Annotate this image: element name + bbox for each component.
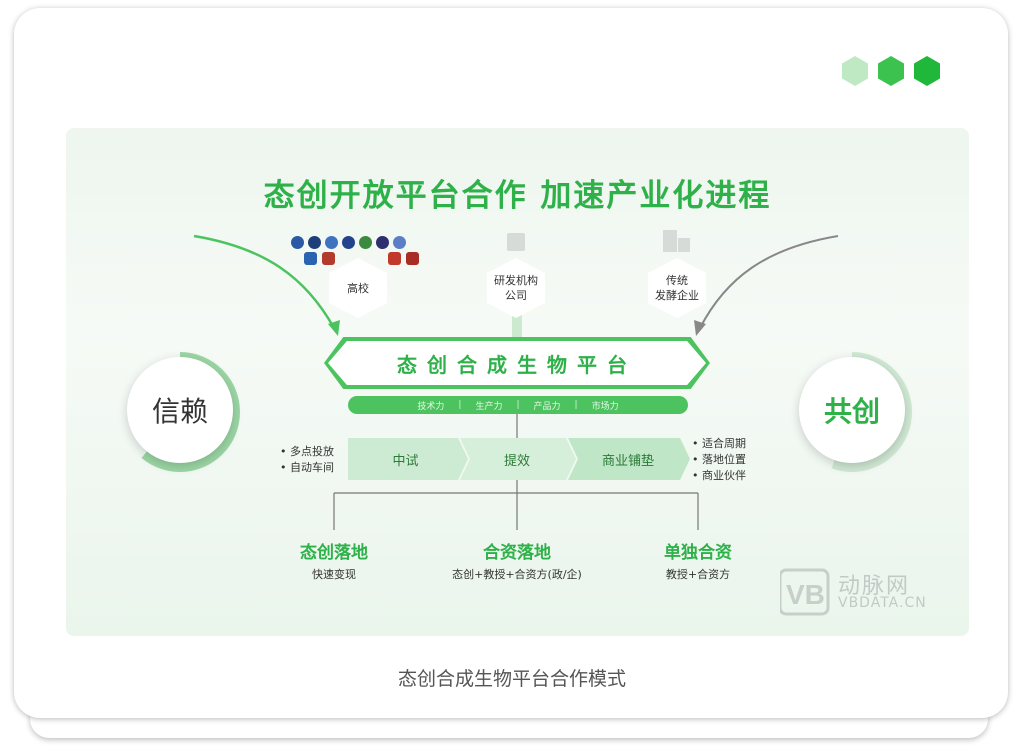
- factory-icon: [678, 238, 690, 252]
- capability-item: 生产力: [475, 401, 503, 412]
- capability-item: 技术力: [417, 401, 445, 412]
- right-list: • 适合周期 • 落地位置 • 商业伙伴: [692, 436, 746, 484]
- hex-dot-icon: [914, 56, 940, 86]
- partner-fermentation: 传统 发酵企业: [648, 258, 706, 318]
- platform-label: 态创合成生物平台: [397, 352, 637, 377]
- university-logo-icon: [308, 236, 321, 249]
- left-list: • 多点投放 • 自动车间: [280, 444, 334, 476]
- stage-pilot: 中试: [392, 453, 419, 469]
- university-shield-icon: [304, 252, 317, 265]
- stage-chevron: [348, 438, 468, 480]
- left-curve-arrow-icon: [193, 234, 336, 329]
- watermark-en: VBDATA.CN: [838, 595, 927, 611]
- diagram-title: 态创开放平台合作 加速产业化进程: [263, 178, 772, 214]
- university-logo-icon: [393, 236, 406, 249]
- stage-efficiency: 提效: [503, 453, 530, 469]
- watermark-cn: 动脉网: [838, 574, 911, 599]
- outcome-joint: 合资落地 态创+教授+合资方(政/企): [452, 543, 582, 581]
- stage-chevron: [460, 438, 576, 480]
- university-logo-icon: [325, 236, 338, 249]
- capability-bar: 技术力| 生产力| 产品力| 市场力: [348, 396, 688, 414]
- outcome-independent: 单独合资 教授+合资方: [664, 543, 732, 581]
- university-shield-icon: [322, 252, 335, 265]
- decor-hex-dots: [842, 56, 940, 86]
- vbdata-watermark: VB 动脉网 VBDATA.CN: [778, 568, 960, 616]
- list-item: • 多点投放: [280, 445, 334, 458]
- figure-caption: 态创合成生物平台合作模式: [397, 668, 626, 690]
- trust-circle: 信赖: [127, 357, 233, 463]
- right-curve-arrow-icon: [699, 235, 839, 329]
- stage-chevron: [568, 438, 690, 480]
- building-icon: [507, 233, 525, 251]
- list-item: • 商业伙伴: [692, 469, 746, 482]
- university-logo-icon: [291, 236, 304, 249]
- university-logo-icon: [342, 236, 355, 249]
- svg-text:VB: VB: [786, 579, 825, 610]
- capability-item: 市场力: [591, 401, 619, 412]
- capability-item: 产品力: [533, 401, 561, 412]
- university-logo-icon: [359, 236, 372, 249]
- hex-dot-icon: [878, 56, 904, 86]
- list-item: • 自动车间: [280, 461, 334, 474]
- university-logo-icon: [376, 236, 389, 249]
- stage-commercial: 商业铺垫: [601, 453, 654, 469]
- list-item: • 适合周期: [692, 437, 746, 450]
- factory-icon: [663, 230, 677, 252]
- list-item: • 落地位置: [692, 453, 746, 466]
- hex-dot-icon: [842, 56, 868, 86]
- flow-arrows: [193, 234, 839, 530]
- university-shield-icon: [388, 252, 401, 265]
- platform-box: [328, 341, 706, 385]
- university-shield-icon: [406, 252, 419, 265]
- co-create-circle: 共创: [799, 357, 905, 463]
- outcome-self: 态创落地 快速变现: [300, 543, 368, 581]
- vb-logo-icon: VB: [778, 568, 830, 616]
